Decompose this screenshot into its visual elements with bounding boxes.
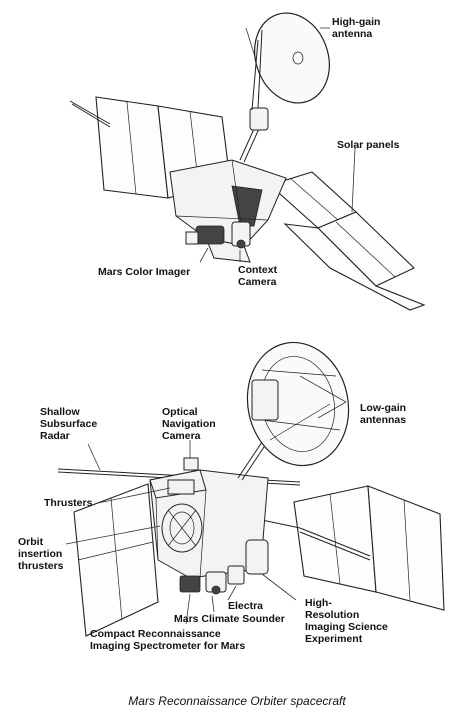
label-hirise: High- Resolution Imaging Science Experim… [305,597,388,645]
mci-instrument [195,225,225,245]
top-spacecraft-drawing [69,12,426,311]
label-solar-panels: Solar panels [337,139,400,151]
label-mars-color-imager: Mars Color Imager [98,266,191,278]
label-orbit-insertion-thrusters: Orbit insertion thrusters [18,536,64,572]
label-mars-climate-sounder: Mars Climate Sounder [174,613,285,625]
top-right-solar-panel-outer [283,223,426,311]
top-left-solar-panel-outer [95,96,169,199]
crism-instrument [179,575,201,593]
optical-nav-camera [183,457,199,471]
bottom-right-solar-panel-outer [367,485,445,611]
label-optical-navigation-camera: Optical Navigation Camera [162,406,216,442]
thruster-pod [167,479,195,495]
figure-caption: Mars Reconnaissance Orbiter spacecraft [128,694,346,708]
bottom-spacecraft-drawing [57,341,445,637]
top-high-gain-antenna-dish [245,12,330,111]
label-thrusters: Thrusters [44,497,93,509]
label-context-camera: Context Camera [238,264,278,288]
electra-instrument [227,565,245,585]
bottom-left-solar-panel [73,483,159,637]
label-shallow-subsurface-radar: Shallow Subsurface Radar [40,406,98,442]
hirise-instrument [245,539,269,575]
label-electra: Electra [228,600,264,612]
label-low-gain-antennas: Low-gain antennas [360,402,407,426]
top-spacecraft-bus [169,159,287,247]
label-high-gain-antenna: High-gain antenna [332,16,381,40]
bottom-high-gain-antenna-dish [246,341,350,467]
label-crism: Compact Reconnaissance Imaging Spectrome… [90,628,246,652]
